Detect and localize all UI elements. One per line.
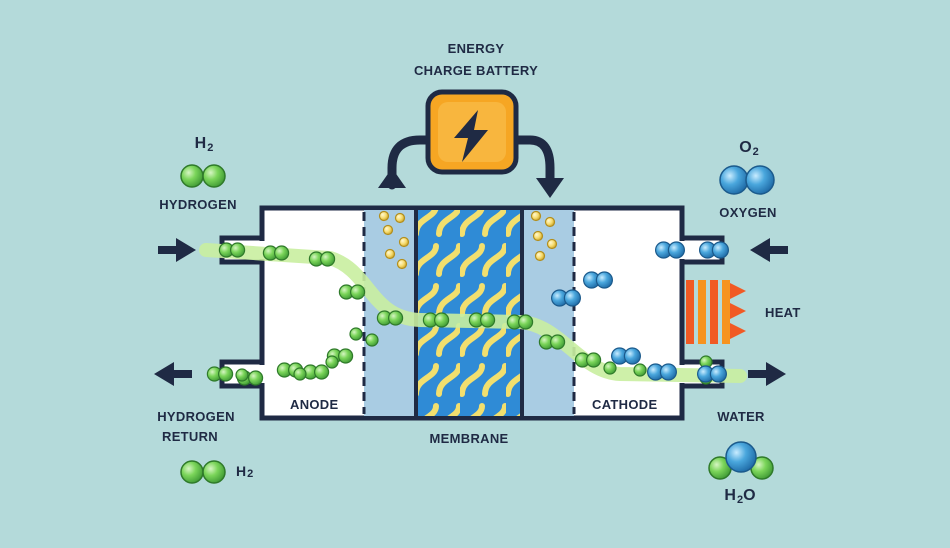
hydrogen-particle [248, 370, 264, 386]
wire-left [387, 135, 437, 190]
wire-right [511, 135, 555, 185]
battery-icon [425, 89, 519, 175]
proton-particle [530, 210, 542, 222]
hydrogen-particle [218, 366, 234, 382]
hydrogen-particle [349, 327, 363, 341]
proton-particle [396, 258, 408, 270]
hydrogen-particle [517, 314, 534, 330]
proton-particle [394, 212, 406, 224]
proton-particle [398, 236, 410, 248]
hydrogen-return-arrow-icon [154, 362, 192, 386]
hydrogen-particle [480, 312, 496, 328]
cathode-label: CATHODE [592, 397, 658, 412]
membrane-label: MEMBRANE [429, 431, 509, 446]
oxygen-particle [711, 241, 730, 259]
hydrogen-particle [293, 367, 307, 381]
anode-label: ANODE [290, 397, 339, 412]
proton-particles [378, 210, 558, 270]
hydrogen-particle [365, 333, 379, 347]
hydrogen-particle [549, 334, 566, 350]
membrane-layer [416, 210, 522, 416]
proton-particle [534, 250, 546, 262]
hydrogen-input-arrow-icon [158, 238, 196, 262]
oxygen-input-arrow-icon [750, 238, 788, 262]
hydrogen-molecule-icon [180, 164, 226, 188]
oxygen-particle [667, 241, 686, 259]
hydrogen-return-molecule-icon [180, 460, 226, 484]
oxygen-particle [563, 289, 582, 307]
oxygen-particle [623, 347, 642, 365]
proton-particle [384, 248, 396, 260]
arrow-down-icon [536, 178, 564, 198]
hydrogen-particle [320, 251, 336, 267]
hydrogen-particle [338, 348, 354, 364]
energy-label: ENERGY [447, 41, 505, 56]
oxygen-particle [659, 363, 678, 381]
port-mask-left-2 [258, 365, 268, 383]
hydrogen-particle [274, 245, 290, 261]
lightning-bolt-icon [454, 110, 488, 162]
oxygen-label: OXYGEN [719, 205, 777, 220]
hydrogen-particle [603, 361, 617, 375]
hydrogen-particle [633, 363, 647, 377]
charge-battery-label: CHARGE BATTERY [413, 63, 539, 78]
hydrogen-particle [388, 310, 404, 326]
hydrogen-label: HYDROGEN [159, 197, 237, 212]
arrow-up-icon [378, 168, 406, 188]
oxygen-particle [709, 365, 728, 383]
hydrogen-particle [325, 355, 339, 369]
water-molecule-icon [708, 441, 774, 480]
proton-particle [544, 216, 556, 228]
proton-particle [532, 230, 544, 242]
proton-particle [378, 210, 390, 222]
hydrogen-particle [585, 352, 602, 368]
water-label: WATER [717, 409, 765, 424]
hydrogen-particle [350, 284, 366, 300]
hydrogen-particle [434, 312, 450, 328]
hydrogen-particle [230, 242, 246, 258]
proton-particle [382, 224, 394, 236]
oxygen-particles [550, 241, 730, 383]
hydrogen-particle [314, 364, 330, 380]
oxygen-molecule-icon [719, 165, 775, 195]
hydrogen-return-label-line1: HYDROGEN [157, 409, 235, 424]
proton-particle [546, 238, 558, 250]
heat-label: HEAT [765, 305, 801, 320]
heat-icon [686, 280, 746, 344]
hydrogen-return-label-line2: RETURN [162, 429, 218, 444]
water-output-arrow-icon [748, 362, 786, 386]
hydrogen-particle [235, 368, 249, 382]
oxygen-particle [595, 271, 614, 289]
hydrogen-particles [206, 242, 713, 386]
